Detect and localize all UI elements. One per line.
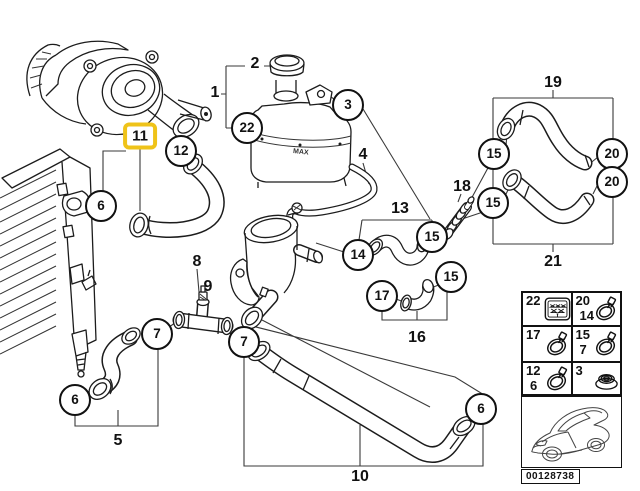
callout-7[interactable]: 7 xyxy=(141,318,173,350)
hose-pair-19-drawing xyxy=(496,101,595,224)
hose-10-drawing xyxy=(247,340,476,463)
callout-4[interactable]: 4 xyxy=(358,146,368,163)
legend-part-numbers: 3 xyxy=(575,363,583,378)
callout-19[interactable]: 19 xyxy=(544,74,562,91)
callout-15[interactable]: 15 xyxy=(478,138,510,170)
callout-20[interactable]: 20 xyxy=(596,166,628,198)
callout-6[interactable]: 6 xyxy=(465,393,497,425)
callout-8[interactable]: 8 xyxy=(192,253,202,270)
callout-2[interactable]: 2 xyxy=(250,55,260,72)
callout-1[interactable]: 1 xyxy=(210,84,220,101)
callout-15[interactable]: 15 xyxy=(416,221,448,253)
thermostat-housing-drawing xyxy=(229,202,323,330)
callout-11-highlighted[interactable]: 11 xyxy=(123,122,157,150)
hose-5-drawing xyxy=(88,327,141,400)
callout-6[interactable]: 6 xyxy=(85,190,117,222)
callout-17[interactable]: 17 xyxy=(366,280,398,312)
callout-3[interactable]: 3 xyxy=(332,89,364,121)
callout-21[interactable]: 21 xyxy=(544,253,562,270)
vehicle-box xyxy=(521,396,622,468)
callout-12[interactable]: 12 xyxy=(165,135,197,167)
hose-13-drawing xyxy=(366,234,430,266)
flange-nut-icon xyxy=(593,365,620,392)
callout-6[interactable]: 6 xyxy=(59,384,91,416)
t-piece-drawing xyxy=(172,285,234,336)
callout-15[interactable]: 15 xyxy=(435,261,467,293)
hose-clamp-icon xyxy=(544,331,571,358)
tank-max-marking: MAX xyxy=(293,148,310,157)
hose-clamp-icon xyxy=(593,296,620,323)
car-drawing xyxy=(531,407,610,462)
callout-22[interactable]: 22 xyxy=(231,112,263,144)
hose-16-drawing xyxy=(400,279,435,312)
hose-clamp-icon xyxy=(593,331,620,358)
hose-clamp-icon xyxy=(544,365,571,392)
callout-15[interactable]: 15 xyxy=(477,187,509,219)
legend-cell-3[interactable]: 3 xyxy=(571,362,621,395)
callout-18[interactable]: 18 xyxy=(453,178,471,195)
membrane-plate-icon xyxy=(544,296,571,323)
legend-cell-17[interactable]: 17 xyxy=(522,326,572,362)
callout-7[interactable]: 7 xyxy=(228,326,260,358)
water-pump-drawing xyxy=(26,40,212,139)
callout-16[interactable]: 16 xyxy=(408,329,426,346)
callout-13[interactable]: 13 xyxy=(391,200,409,217)
legend-part-numbers: 22 xyxy=(526,293,541,308)
callout-14[interactable]: 14 xyxy=(342,239,374,271)
legend-part-numbers: 17 xyxy=(526,327,541,342)
radiator-drawing xyxy=(0,148,97,378)
callout-9[interactable]: 9 xyxy=(203,278,213,295)
callout-10[interactable]: 10 xyxy=(351,468,369,485)
plate-number-label: 00128738 xyxy=(521,469,580,484)
legend-cell-22[interactable]: 22 xyxy=(522,292,572,326)
callout-5[interactable]: 5 xyxy=(113,432,123,449)
